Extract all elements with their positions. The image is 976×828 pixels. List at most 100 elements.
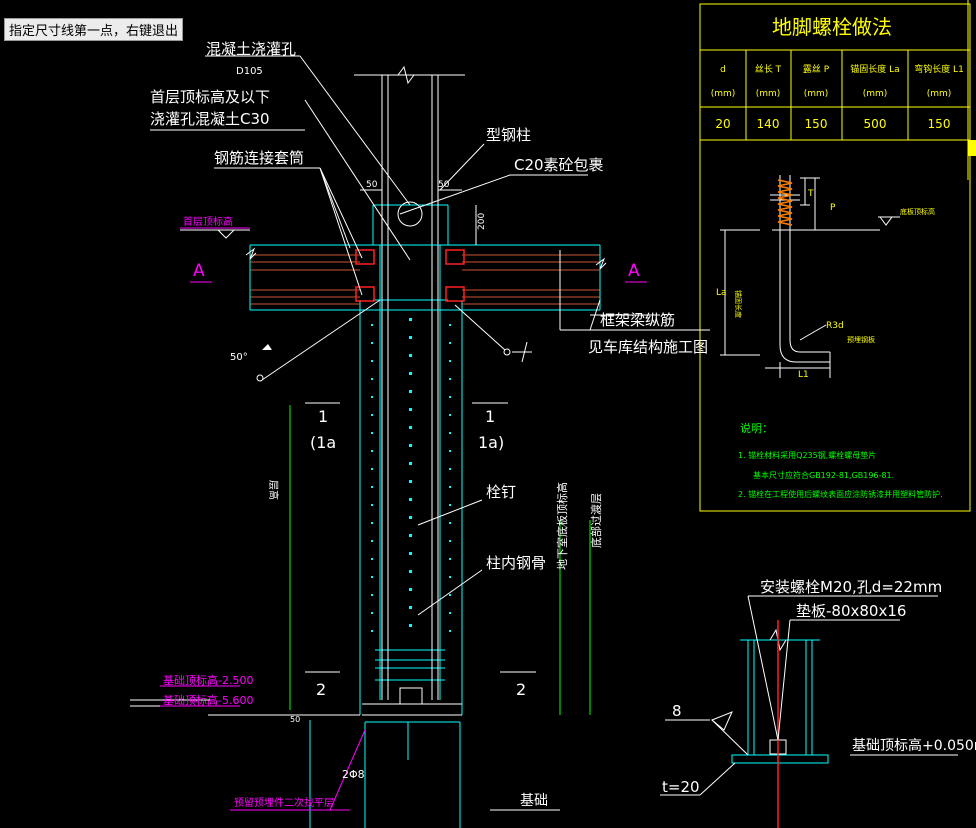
section-1-left-ref: (1a — [310, 433, 336, 452]
concrete-column — [359, 204, 463, 715]
table-unit-l1: (mm) — [927, 89, 952, 99]
frame-beam-label-1: 框架梁纵筋 — [600, 311, 675, 329]
stud-dot — [409, 498, 412, 501]
c20-wrap-label: C20素砼包裹 — [514, 156, 604, 174]
stud-label: 栓钉 — [486, 483, 516, 501]
dim-200: 200 — [477, 213, 487, 230]
stud-tick — [449, 450, 451, 452]
dim-50-left: 50 — [366, 180, 378, 190]
section-1-right-ref: 1a) — [478, 433, 504, 452]
pour-hole-label: 混凝土浇灌孔 — [206, 40, 296, 58]
stud-tick — [371, 504, 373, 506]
stud-tick — [449, 360, 451, 362]
stud-tick — [371, 486, 373, 488]
weld-size: 8 — [672, 702, 682, 720]
stud-dot — [409, 354, 412, 357]
stud-tick — [371, 450, 373, 452]
stud-dot — [409, 516, 412, 519]
stud-tick — [371, 558, 373, 560]
anchor-bolt-table — [699, 3, 971, 512]
stud-tick — [371, 522, 373, 524]
foundation-label: 基础 — [520, 792, 548, 809]
stud-dot — [409, 552, 412, 555]
stud-dot — [409, 588, 412, 591]
dim-50-right: 50 — [438, 180, 450, 190]
table-unit-p: (mm) — [804, 89, 829, 99]
frame-beam-right — [462, 254, 600, 305]
plate-thickness: t=20 — [662, 778, 700, 796]
table-value-la: 500 — [864, 117, 887, 131]
stud-tick — [449, 486, 451, 488]
stud-dot — [409, 336, 412, 339]
table-header-p: 露丝 P — [803, 63, 830, 75]
stud-dot — [409, 444, 412, 447]
stud-tick — [371, 594, 373, 596]
stud-tick — [449, 522, 451, 524]
stud-tick — [449, 540, 451, 542]
frame-beam-left — [250, 254, 360, 305]
table-header-l1: 弯钩长度 L1 — [914, 63, 964, 75]
stud-tick — [371, 414, 373, 416]
detail-l1: L1 — [798, 370, 809, 380]
stud-tick — [371, 468, 373, 470]
bolt-thread — [777, 179, 793, 226]
stud-tick — [371, 576, 373, 578]
anchor-bolt-detail — [720, 175, 880, 378]
washer-label: 垫板-80x80x16 — [796, 602, 906, 620]
stud-tick — [449, 432, 451, 434]
bolt-detail-drawing — [731, 639, 829, 764]
stud-tick — [449, 468, 451, 470]
stud-tick — [371, 612, 373, 614]
stud-tick — [449, 594, 451, 596]
vertical-note-a: 地下室底板顶标高 — [555, 482, 569, 570]
detail-p: P — [830, 203, 836, 213]
section-1-left-num: 1 — [318, 407, 328, 426]
stud-tick — [449, 630, 451, 632]
dim-50-bottom: 50 — [290, 715, 300, 724]
height-label: 层高 — [267, 480, 280, 500]
table-value-d: 20 — [715, 117, 730, 131]
stud-marks — [371, 318, 451, 632]
note-2: 2. 锚栓在工程使用后螺纹表面应涂防锈漆并用塑料管防护. — [738, 489, 943, 499]
stud-tick — [449, 504, 451, 506]
pour-hole-dia: D105 — [236, 66, 263, 77]
inner-rebar-label: 柱内钢骨 — [486, 554, 546, 572]
section-2-left: 2 — [316, 680, 326, 699]
found-top-1: 基础顶标高-2.500 — [163, 673, 253, 687]
note-1b: 基本尺寸应符合GB192-81,GB196-81. — [753, 470, 894, 480]
found-top-2: 基础顶标高-5.600 — [163, 693, 253, 707]
stud-dot — [409, 462, 412, 465]
steel-column-label: 型钢柱 — [486, 126, 531, 144]
first-floor-note-1: 首层顶标高及以下 — [150, 88, 270, 106]
table-unit-d: (mm) — [711, 89, 736, 99]
stud-tick — [371, 432, 373, 434]
rebar-coupler-label: 钢筋连接套筒 — [214, 149, 304, 167]
embed-note: 预留预埋件二次找平层 — [234, 796, 334, 809]
stud-tick — [449, 378, 451, 380]
stud-tick — [371, 540, 373, 542]
table-title: 地脚螺栓做法 — [772, 15, 892, 39]
stud-dot — [409, 390, 412, 393]
stud-tick — [371, 360, 373, 362]
section-a-left: A — [193, 261, 205, 281]
stud-dot — [409, 372, 412, 375]
table-unit-la: (mm) — [863, 89, 888, 99]
stud-tick — [449, 576, 451, 578]
steel-column — [354, 65, 465, 716]
stud-tick — [449, 324, 451, 326]
detail-floor: 底板顶标高 — [900, 207, 935, 216]
stud-tick — [371, 378, 373, 380]
detail-t: T — [807, 189, 814, 199]
rebar-2phi8: 2Φ8 — [342, 768, 365, 781]
stud-tick — [449, 558, 451, 560]
stud-tick — [449, 414, 451, 416]
stud-dot — [409, 534, 412, 537]
table-unit-t: (mm) — [756, 89, 781, 99]
stud-dot — [409, 408, 412, 411]
vertical-note-b: 底部过渡层 — [589, 493, 603, 548]
detail-plate: 预埋钢板 — [847, 335, 875, 344]
stud-dot — [409, 570, 412, 573]
note-1: 1. 锚栓材料采用Q235钢,螺栓螺母垫片 — [738, 450, 876, 460]
stud-dot — [409, 624, 412, 627]
